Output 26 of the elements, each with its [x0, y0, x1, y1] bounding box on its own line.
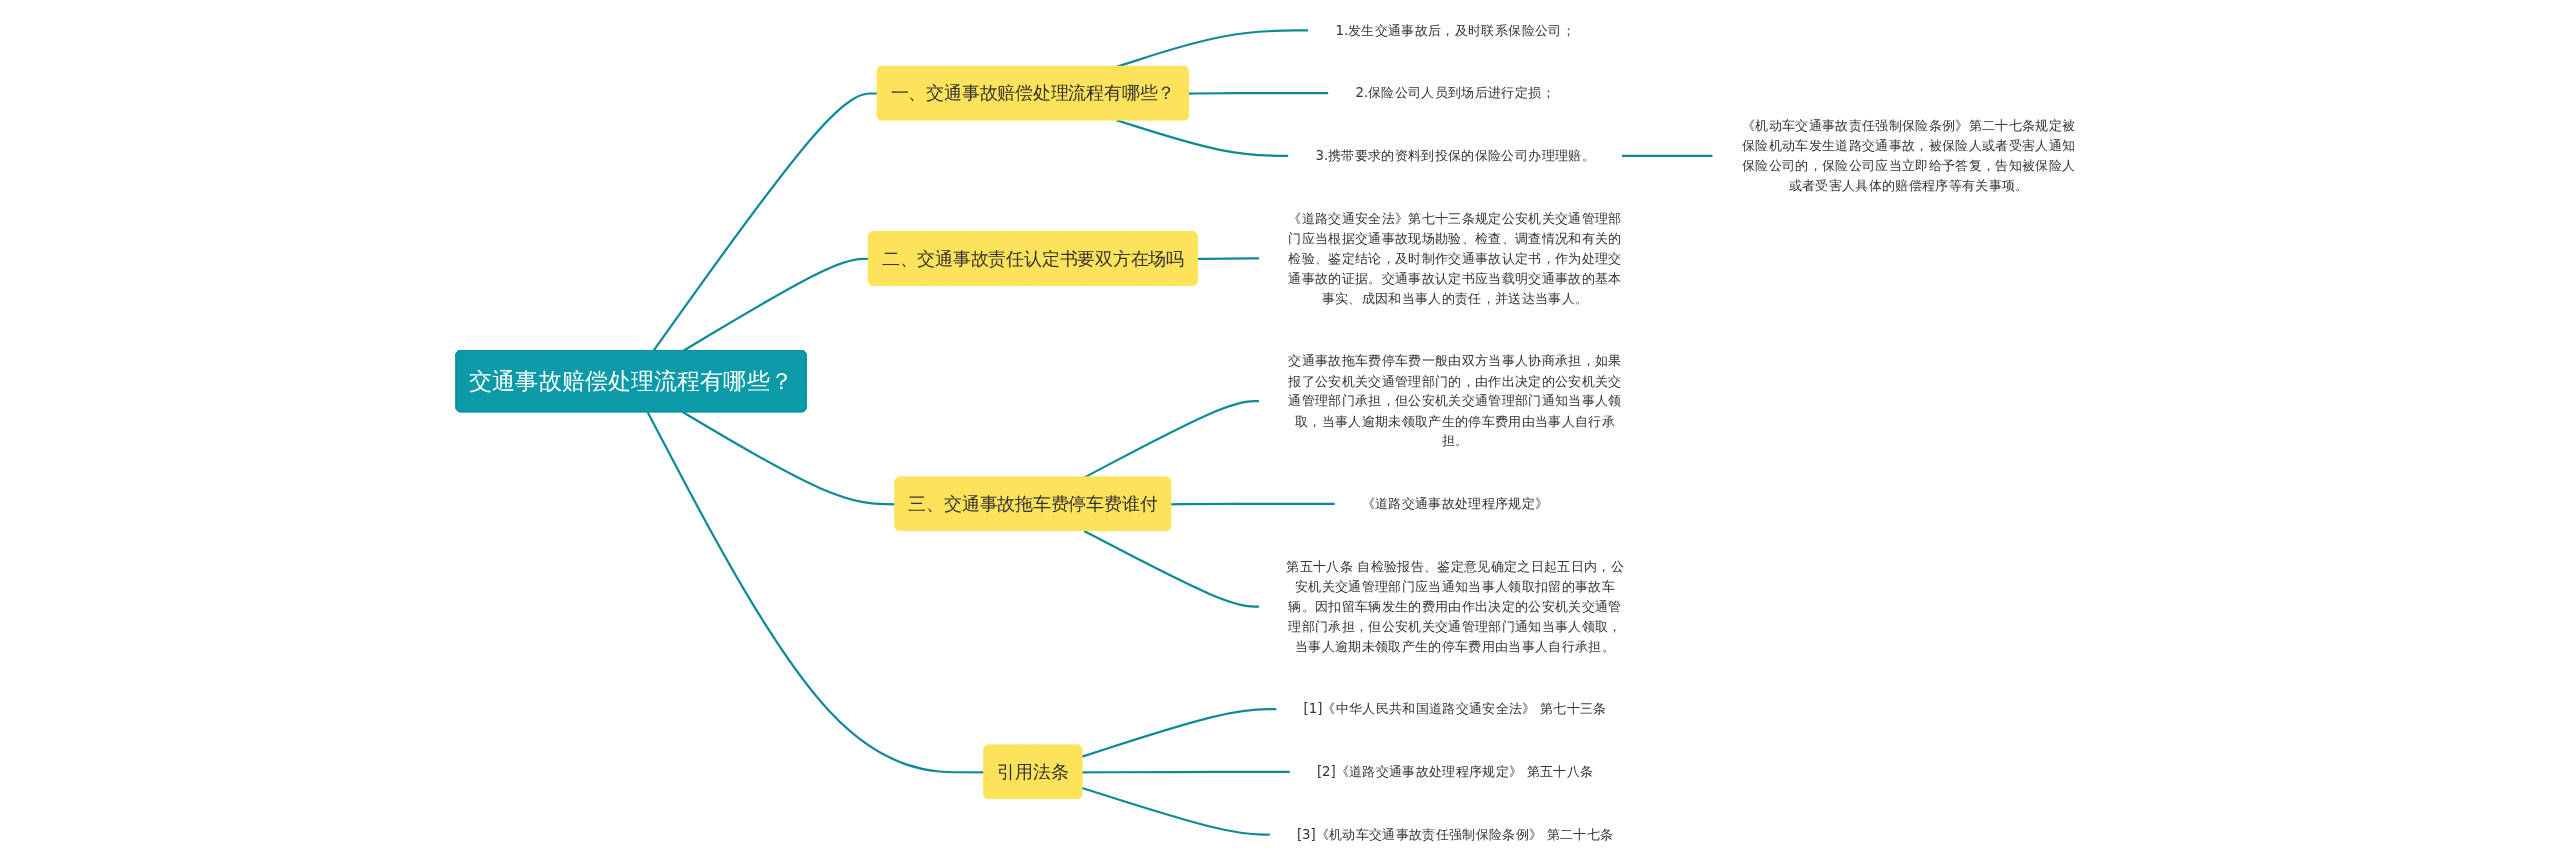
connector: [1083, 400, 1260, 479]
node-text: 2.保险公司人员到场后进行定损；: [1355, 84, 1555, 101]
connector: [1116, 119, 1289, 157]
connector: [1081, 708, 1277, 758]
node-text: 《道路交通事故处理程序规定》: [1361, 495, 1549, 512]
connector: [682, 257, 869, 352]
connector: [1081, 786, 1271, 836]
connector: [1621, 154, 1713, 157]
connector: [1083, 529, 1260, 608]
node-text: 3.携带要求的资料到投保的保险公司办理理赔。: [1315, 147, 1595, 164]
connector: [682, 411, 896, 506]
connector: [1082, 770, 1291, 774]
connector: [1171, 502, 1336, 506]
connector: [1197, 257, 1260, 261]
node-text: 第五十八条 自检验报告、鉴定意见确定之日起五日内，公安机关交通管理部门应当通知当事人领取扣留的事故车辆。因扣留车辆发生的费用由作出决定的公安机关交通管理部门承担，但公安机关交通管理部门通知当事人领取，当事人逾期未领取产生的停车费用由当事人自行承担。: [1286, 558, 1624, 655]
node-text: [1]《中华人民共和国道路交通安全法》 第七十三条: [1303, 700, 1607, 717]
connector: [1188, 92, 1329, 95]
node-text: [2]《道路交通事故处理程序规定》 第五十八条: [1316, 763, 1594, 780]
node-text: 交通事故拖车费停车费一般由双方当事人协商承担，如果报了公安机关交通管理部门的，由作出决定的公安机关交通管理部门承担，但公安机关交通管理部门通知当事人领取，当事人逾期未领取产生的停车费用由当事人自行承担。: [1288, 352, 1622, 449]
connector: [646, 411, 985, 774]
connector: [652, 92, 878, 352]
node-text: 《道路交通安全法》第七十三条规定公安机关交通管理部门应当根据交通事故现场勘验、检查、调查情况和有关的检验、鉴定结论，及时制作交通事故认定书，作为处理交通事故的证据。交通事故认定书应当载明交通事故的基本事实、成因和当事人的责任，并送达当事人。: [1288, 210, 1622, 307]
node-text: 《机动车交通事故责任强制保险条例》第二十七条规定被保险机动车发生道路交通事故，被保险人或者受害人通知保险公司的，保险公司应当立即给予答复，告知被保险人或者受害人具体的赔偿程序等有关事项。: [1741, 117, 2076, 194]
node-text: [3]《机动车交通事故责任强制保险条例》 第二十七条: [1296, 826, 1614, 843]
connector: [1116, 29, 1309, 68]
node-text: 1.发生交通事故后，及时联系保险公司；: [1335, 22, 1575, 39]
